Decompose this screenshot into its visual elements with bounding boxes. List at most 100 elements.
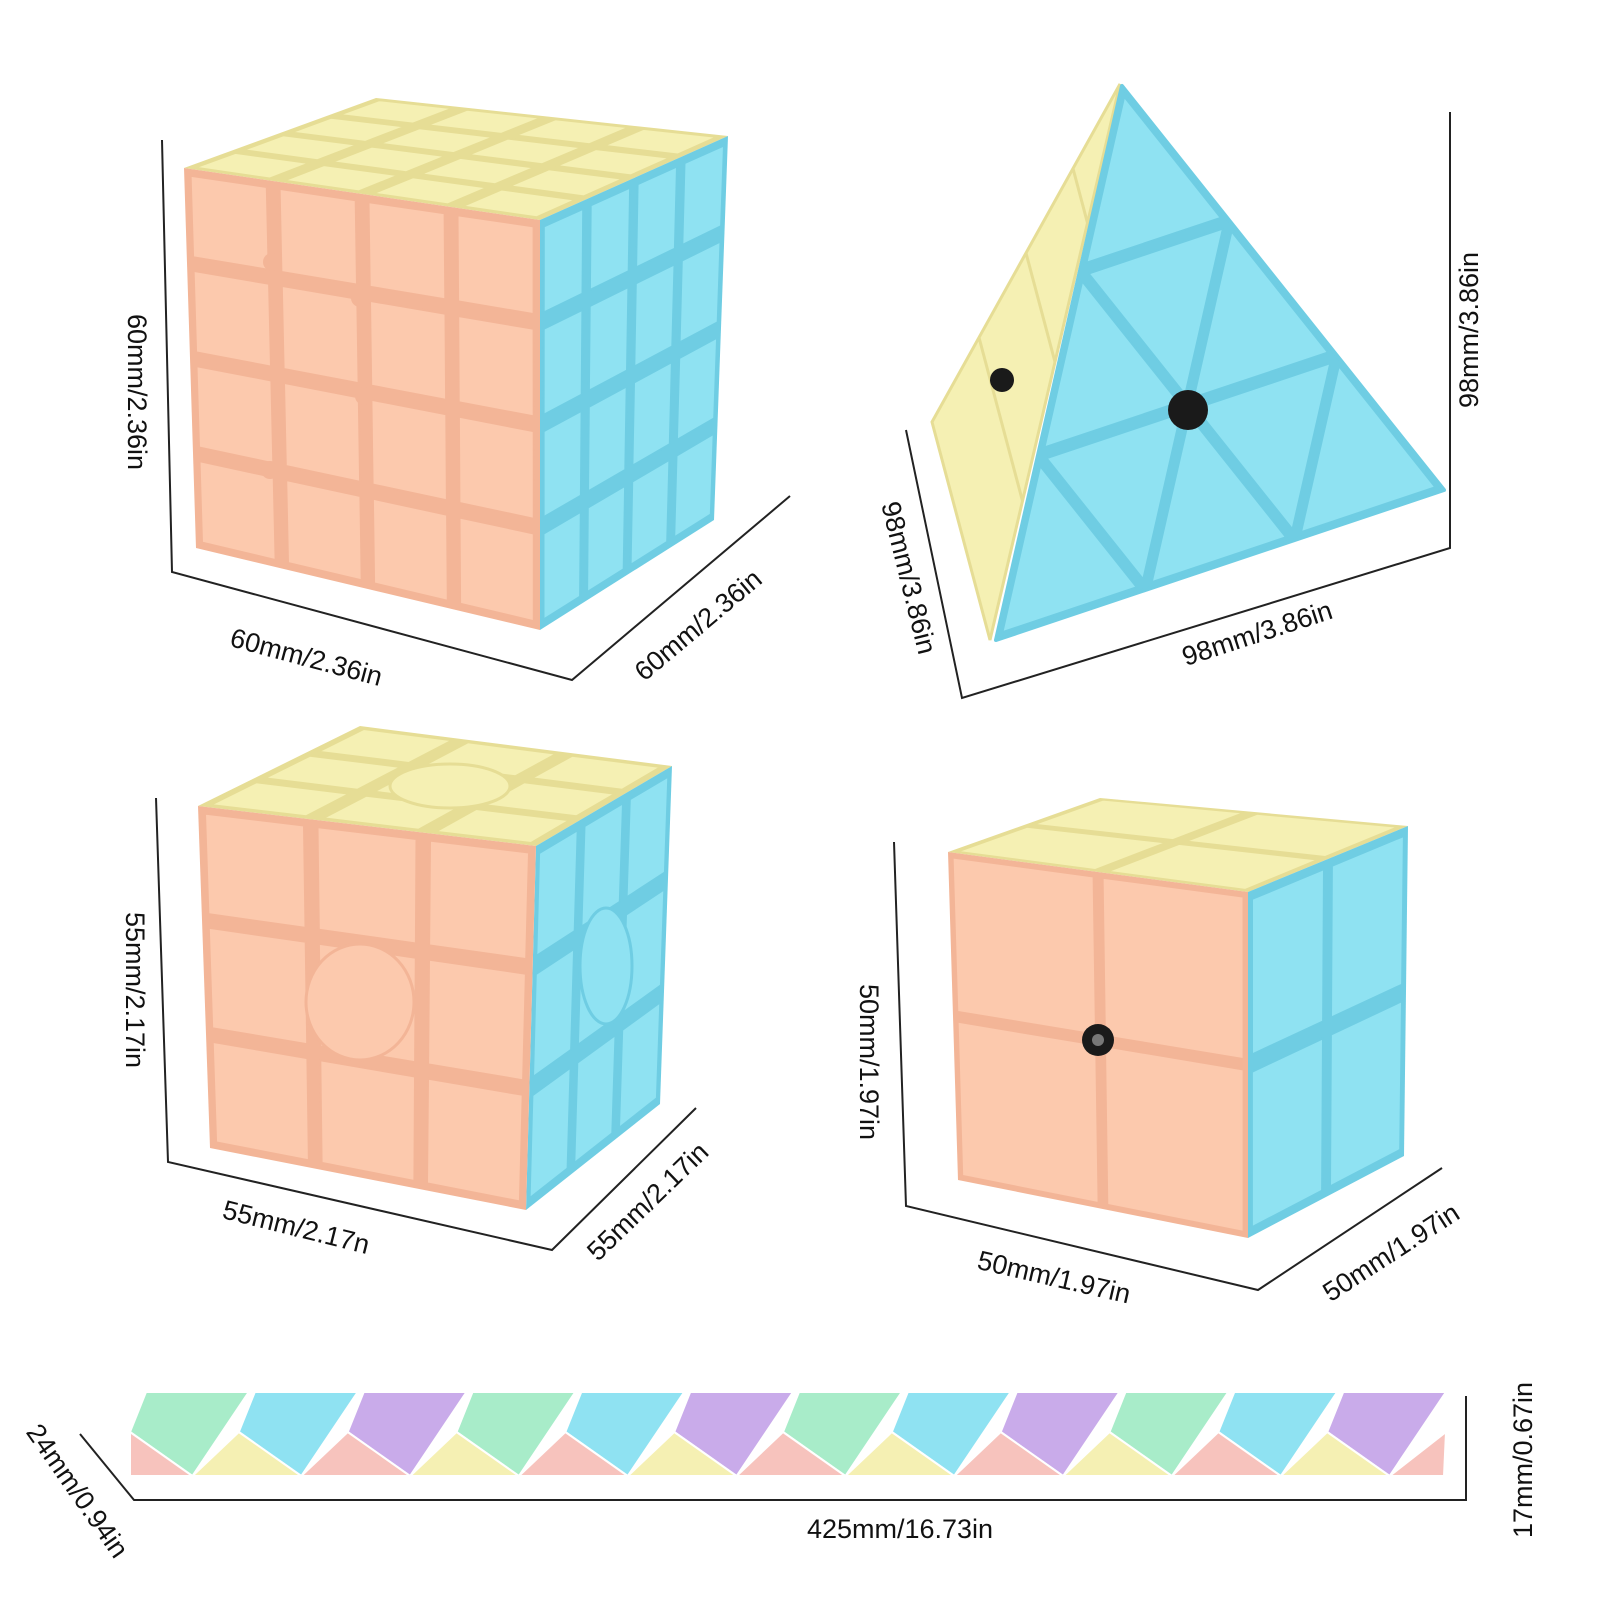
cube-4x4-depth-label: 60mm/2.36in [629, 563, 768, 686]
cube-3x3-front-sticker [426, 1077, 524, 1203]
snake-dimension-lines [79, 1396, 1467, 1501]
pyraminx-left-face-seam [1071, 168, 1089, 224]
cube-2x2-right-sticker [1330, 834, 1405, 1019]
snake-length-label: 425mm/16.73in [807, 1514, 993, 1544]
cube-3x3 [198, 726, 672, 1210]
cube-4x4-front-sticker [369, 299, 448, 401]
cube-2x2-front-sticker [1104, 1045, 1245, 1233]
cube-2x2-dimension-lines [893, 841, 1443, 1292]
cube-2x2-front-face [948, 852, 1248, 1238]
cube-3x3-front-sticker [211, 1040, 310, 1162]
cube-3x3-right-sticker [535, 829, 579, 957]
cube-4x4-right-sticker [629, 458, 671, 566]
cube-3x3-top-sticker [530, 754, 662, 791]
cube-4x4-right-sticker [586, 484, 627, 594]
snake-bottom-segment [1386, 1429, 1448, 1477]
cube-3x3-dimension-lines [155, 797, 697, 1252]
cube-4x4-gap-shadow [355, 387, 373, 405]
cube-4x4-width-label: 60mm/2.36in [227, 623, 386, 692]
cube-4x4-front-sticker [457, 415, 535, 520]
snake-bottom-segment [842, 1430, 958, 1477]
cube-4x4-right-sticker [673, 432, 715, 539]
pyraminx-sticker [1043, 280, 1180, 449]
pyraminx-left-core [990, 368, 1014, 392]
cube-2x2-top-sticker [1184, 812, 1400, 858]
snake-puzzle [128, 1391, 1448, 1478]
snake-bottom-segment [516, 1430, 631, 1477]
snake-dimension-line [79, 1396, 1467, 1501]
cube-4x4-front-sticker [198, 460, 277, 562]
pyraminx-front-face [994, 84, 1446, 642]
cube-4x4-top-sticker [466, 137, 583, 166]
cube-2x2-front-sticker [951, 856, 1097, 1036]
cube-2x2-top-sticker [956, 825, 1168, 871]
cube-4x4-right-sticker [631, 361, 673, 467]
cube-2x2-front-sticker [956, 1020, 1100, 1205]
cube-4x4-front-sticker [367, 201, 447, 301]
cube-4x4-top-sticker [337, 99, 455, 125]
cube-3x3-right-sticker [618, 1001, 662, 1129]
pyraminx-left-face-seam [1024, 252, 1057, 363]
cube-2x2-depth-label: 50mm/1.97in [1317, 1197, 1464, 1307]
cube-4x4-top-face [184, 98, 728, 220]
cube-4x4-front-sticker [278, 187, 358, 286]
cube-4x4-front-sticker [195, 365, 275, 465]
pyraminx-front-core [1168, 390, 1208, 430]
cube-3x3-right-face [526, 766, 672, 1210]
cube-3x3-top-sticker [317, 728, 454, 764]
snake-bottom-segment [625, 1430, 740, 1477]
pyraminx-sticker [1300, 365, 1437, 534]
cube-2x2 [948, 798, 1408, 1238]
cube-2x2-right-face [1248, 826, 1408, 1238]
cube-4x4-top-sticker [555, 148, 672, 177]
cube-4x4-top-sticker [371, 176, 489, 206]
pyraminx-left-face [930, 83, 1122, 641]
cube-3x3-front-face [198, 806, 536, 1210]
cube-2x2-height-label: 50mm/1.97in [854, 984, 884, 1140]
cube-2x2-dimension-line [893, 841, 1443, 1292]
cube-4x4-top-sticker [602, 127, 719, 156]
cube-4x4-right-sticker [587, 286, 630, 392]
cube-4x4-right-sticker [681, 144, 725, 246]
cube-3x3-front-sticker [319, 1059, 416, 1182]
cube-4x4-right-sticker [678, 240, 722, 344]
cube-3x3-front-sticker [204, 812, 307, 929]
cube-4x4-gap-shadow [261, 461, 279, 479]
snake-depth-label: 24mm/0.94in [20, 1418, 134, 1563]
snake-bottom-segment [1169, 1430, 1284, 1477]
cube-4x4-right-sticker [633, 263, 676, 368]
cube-3x3-front-sticker [207, 926, 309, 1046]
cube-4x4-front-sticker [283, 381, 362, 483]
pyraminx-height-label: 98mm/3.86in [1454, 252, 1484, 408]
snake-bottom-segment [951, 1430, 1067, 1477]
cube-4x4-front-sticker [370, 398, 448, 502]
cube-4x4-right-face [540, 136, 728, 630]
snake-height-label: 17mm/0.67in [1508, 1382, 1538, 1538]
cube-3x3-center-cap [304, 942, 416, 1062]
cube-4x4-front-sticker [280, 284, 360, 385]
cube-4x4-top-sticker [241, 134, 359, 162]
cube-4x4-top-sticker [282, 164, 400, 193]
snake-bottom-segment [407, 1430, 523, 1477]
cube-4x4-right-sticker [588, 186, 632, 291]
cube-4x4-front-sticker [285, 479, 363, 582]
snake-bottom-segment [1278, 1430, 1393, 1477]
cube-3x3-top-center-cap [388, 762, 512, 810]
cube-2x2-front-sticker [1101, 876, 1245, 1061]
cube-3x3-front-sticker [427, 958, 527, 1082]
pyraminx-sticker [1192, 230, 1330, 399]
snake-bottom-segment [1060, 1430, 1176, 1477]
cube-3x3-dimension-line [155, 797, 697, 1252]
cube-4x4-gap-shadow [351, 289, 369, 307]
cube-4x4-front-face [184, 168, 540, 630]
cube-4x4-top-sticker [508, 168, 625, 198]
cube-3x3-top-sticker [434, 808, 571, 844]
pyraminx-sticker [1001, 465, 1138, 634]
cube-2x2-top-sticker [1106, 842, 1320, 891]
cube-4x4-top-sticker [426, 108, 543, 135]
pyraminx-depth-label: 98mm/3.86in [875, 498, 942, 657]
cube-4x4-right-sticker [587, 385, 628, 493]
cube-3x3-right-sticker [528, 1066, 572, 1200]
pyraminx-sticker [1194, 362, 1332, 531]
cube-4x4-top-sticker [419, 156, 536, 186]
